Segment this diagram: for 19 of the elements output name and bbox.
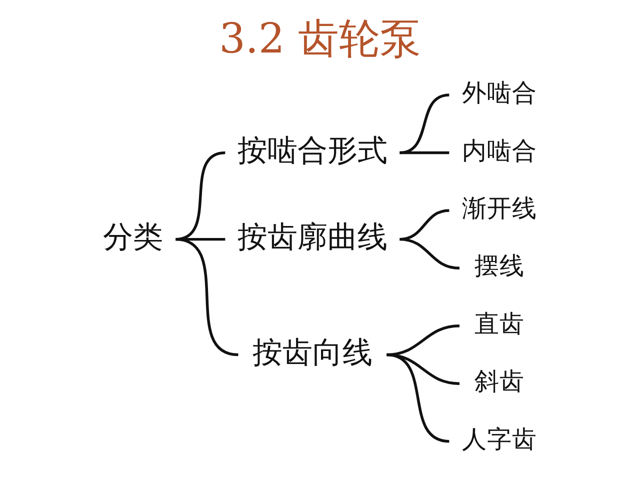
connector [175, 238, 238, 356]
node-text: 直齿 [474, 308, 524, 338]
node-text: 人字齿 [462, 424, 537, 454]
connector [400, 238, 460, 270]
connector [386, 324, 460, 356]
node-text: 斜齿 [474, 366, 524, 396]
connector [400, 151, 450, 154]
node-text: 内啮合 [462, 136, 537, 165]
node-text: 分类 [103, 220, 164, 256]
connector [386, 353, 450, 443]
diagram-title: 3.2 齿轮泵 [219, 14, 421, 62]
connector [400, 209, 450, 241]
node-text: 摆线 [474, 251, 524, 280]
node-text: 按齿廓曲线 [237, 220, 388, 256]
node-text: 按齿向线 [252, 335, 372, 370]
node-text: 渐开线 [462, 194, 537, 222]
connector [400, 94, 450, 154]
node-text: 按啮合形式 [237, 133, 388, 168]
node-text: 外啮合 [462, 78, 537, 108]
